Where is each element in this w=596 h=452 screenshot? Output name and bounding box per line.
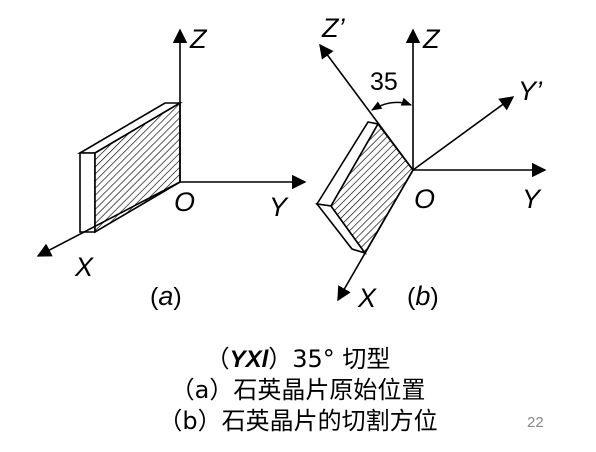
caption-cut-orientation: （b）石英晶片的切割方位 <box>158 407 438 435</box>
caption-a-open: ( <box>150 283 159 311</box>
caption-a-letter: a <box>158 281 173 311</box>
label-origin-b: O <box>414 184 435 214</box>
axis-x-a <box>36 181 181 257</box>
plate-a-side-face <box>79 152 96 233</box>
caption-b: (b) <box>407 281 439 311</box>
figure-a: Z Y X O (a) <box>36 24 307 311</box>
caption-b-letter: b <box>415 281 430 311</box>
quartz-cut-diagram: Z Y X O (a) 35 Z Z’ <box>36 13 547 313</box>
label-y-a: Y <box>269 192 289 222</box>
caption-original-position: （a）石英晶片原始位置 <box>170 376 426 404</box>
figure-b: 35 Z Z’ Y’ Y O X (b) <box>315 13 547 313</box>
caption-cut-symbol: YXl <box>229 346 269 373</box>
label-angle-b: 35 <box>370 68 398 96</box>
crystal-plate-b <box>315 121 414 255</box>
label-origin-a: O <box>174 187 195 217</box>
label-y-prime-b: Y’ <box>518 76 543 106</box>
crystal-plate-a <box>77 101 183 234</box>
label-y-b: Y <box>522 184 542 214</box>
caption-cut-type: （YXl）35° 切型 <box>0 344 596 375</box>
page-number: 22 <box>527 414 544 431</box>
caption-b-open: ( <box>407 283 416 311</box>
axis-x-b <box>337 169 414 302</box>
caption-b-close: ) <box>430 283 438 311</box>
label-z-prime-b: Z’ <box>321 13 345 43</box>
axis-z-prime-b <box>319 43 414 171</box>
caption-a: (a) <box>150 281 182 311</box>
caption-cut-open: （ <box>205 345 230 373</box>
angle-arc-icon <box>371 97 412 111</box>
axis-y-prime-b <box>412 96 515 171</box>
label-x-b: X <box>357 283 377 313</box>
label-z-a: Z <box>189 24 208 54</box>
caption-a-close: ) <box>173 283 181 311</box>
caption-cut-rest: ）35° 切型 <box>268 345 391 373</box>
label-x-a: X <box>74 252 94 282</box>
label-z-b: Z <box>422 24 441 54</box>
